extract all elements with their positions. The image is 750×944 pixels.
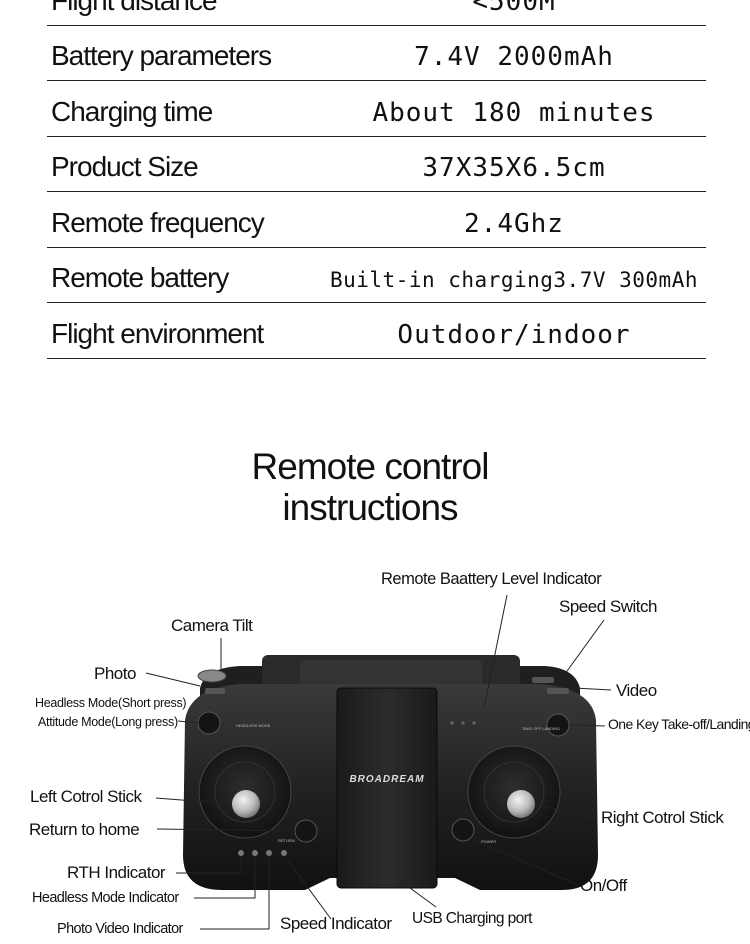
takeoff-button-label: TAKE OFF LANDING — [522, 726, 560, 731]
spec-value: About 180 minutes — [372, 97, 656, 128]
takeoff-landing-button[interactable] — [546, 713, 570, 737]
center-panel — [336, 687, 438, 889]
section-title-line1: Remote control — [251, 446, 490, 487]
photo-button[interactable] — [205, 688, 225, 694]
spec-row-battery: Battery parameters 7.4V 2000mAh — [47, 26, 706, 81]
battery-led-1 — [450, 721, 454, 725]
headless-mode-button[interactable] — [197, 711, 221, 735]
callout-headless-mode: Headless Mode(Short press) — [35, 696, 187, 710]
camera-tilt-wheel[interactable] — [197, 669, 227, 683]
callout-video: Video — [616, 681, 657, 700]
right-control-stick[interactable] — [507, 790, 535, 818]
spec-label: Remote frequency — [51, 206, 265, 238]
spec-row-charging-time: Charging time About 180 minutes — [47, 81, 706, 137]
spec-value: Outdoor/indoor — [397, 319, 631, 350]
spec-row-remote-frequency: Remote frequency 2.4Ghz — [47, 192, 706, 248]
callout-speed-indicator: Speed Indicator — [280, 914, 392, 933]
callout-speed-switch: Speed Switch — [559, 597, 657, 616]
callout-headless-indicator: Headless Mode Indicator — [32, 890, 179, 906]
callout-camera-tilt: Camera Tilt — [171, 616, 253, 635]
battery-led-2 — [461, 721, 465, 725]
leader-lines — [145, 594, 612, 930]
spec-label: Flight environment — [51, 317, 264, 349]
callout-rth-indicator: RTH Indicator — [67, 863, 166, 882]
remote-controller-illustration: HEADLESS MODE TAKE OFF LANDING BROADREAM… — [145, 594, 612, 930]
spec-label: Battery parameters — [51, 40, 272, 71]
callout-remote-battery-indicator: Remote Baattery Level Indicator — [381, 570, 602, 588]
speed-switch-button[interactable] — [532, 677, 554, 683]
section-title: Remote control instructions — [0, 446, 740, 528]
speed-indicator-led — [281, 850, 287, 856]
spec-label: Remote battery — [51, 262, 229, 293]
spec-row-flight-environment: Flight environment Outdoor/indoor — [47, 303, 706, 359]
return-home-button[interactable] — [294, 819, 318, 843]
spec-label: Product Size — [51, 151, 199, 182]
spec-table: Flight distance <500M Battery parameters… — [47, 0, 706, 359]
video-button[interactable] — [547, 688, 569, 694]
spec-label: Flight distance — [51, 0, 218, 16]
headless-indicator-led — [252, 850, 258, 856]
remote-diagram: HEADLESS MODE TAKE OFF LANDING BROADREAM… — [0, 560, 750, 944]
callout-one-key-takeoff: One Key Take-off/Landing — [608, 716, 750, 732]
spec-row-flight-distance: Flight distance <500M — [47, 0, 706, 26]
brand-logo: BROADREAM — [349, 774, 424, 785]
callout-right-stick: Right Cotrol Stick — [601, 808, 724, 827]
headless-button-label: HEADLESS MODE — [236, 723, 271, 728]
spec-value: Built-in charging3.7V 300mAh — [329, 268, 698, 292]
callout-attitude-mode: Attitude Mode(Long press) — [38, 715, 178, 729]
battery-led-3 — [472, 721, 476, 725]
spec-value: 7.4V 2000mAh — [414, 42, 614, 72]
spec-value: <500M — [472, 0, 556, 17]
callout-on-off: On/Off — [580, 876, 627, 895]
section-title-line2: instructions — [282, 487, 458, 528]
photo-video-indicator-led — [266, 850, 272, 856]
callout-usb-port: USB Charging port — [412, 910, 533, 927]
left-control-stick[interactable] — [232, 790, 260, 818]
spec-row-product-size: Product Size 37X35X6.5cm — [47, 137, 706, 192]
callout-left-stick: Left Cotrol Stick — [30, 787, 142, 806]
rth-indicator-led — [238, 850, 244, 856]
callout-return-home: Return to home — [29, 820, 140, 839]
power-button-label: POWER — [481, 839, 496, 844]
power-button[interactable] — [451, 818, 475, 842]
callout-photo: Photo — [94, 664, 136, 683]
spec-row-remote-battery: Remote battery Built-in charging3.7V 300… — [47, 248, 706, 303]
spec-value: 37X35X6.5cm — [422, 153, 606, 183]
callout-photo-video-indicator: Photo Video Indicator — [57, 921, 183, 937]
spec-value: 2.4Ghz — [464, 208, 564, 239]
spec-label: Charging time — [51, 95, 213, 127]
return-button-label: RETURN — [278, 838, 295, 843]
